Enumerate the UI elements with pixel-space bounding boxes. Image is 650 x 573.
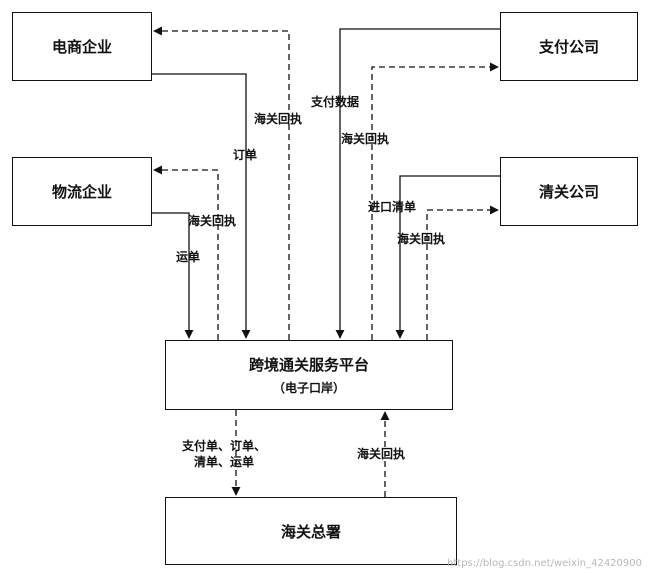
edge-label-customs-to-platform: 海关回执 (357, 447, 406, 461)
node-clearance: 清关公司 (500, 157, 638, 226)
edge-logi-customs-receipt (153, 165, 219, 340)
edge-logi-waybill (152, 212, 194, 339)
edge-label-logi-waybill: 运单 (176, 250, 201, 264)
edge-clear-customs-receipt (426, 205, 499, 340)
node-ecommerce: 电商企业 (12, 12, 152, 81)
edge-label-clear-import-list: 进口清单 (368, 200, 417, 214)
node-ecommerce-label: 电商企业 (51, 38, 112, 56)
edge-ecom-customs-receipt (153, 26, 290, 340)
edge-clear-import-list (395, 175, 500, 339)
edge-label-pay-data: 支付数据 (311, 95, 360, 109)
edge-label-ecom-order: 订单 (233, 148, 258, 162)
node-platform-sublabel: （电子口岸） (272, 381, 345, 395)
edge-label-platform-to-customs-line1: 支付单、订单、 (182, 439, 267, 453)
edge-pay-data (335, 28, 500, 339)
node-payment: 支付公司 (500, 12, 638, 81)
edge-label-logi-customs-receipt: 海关回执 (188, 214, 237, 228)
edge-label-platform-to-customs: 支付单、订单、 清单、运单 (182, 438, 266, 470)
node-platform: 跨境通关服务平台 （电子口岸） (165, 340, 453, 410)
edge-label-clear-customs-receipt: 海关回执 (397, 232, 446, 246)
edge-label-ecom-customs-receipt: 海关回执 (254, 112, 303, 126)
node-platform-label: 跨境通关服务平台 (248, 356, 369, 374)
node-clearance-label: 清关公司 (538, 183, 599, 201)
edge-pay-customs-receipt (371, 62, 499, 340)
node-logistics-label: 物流企业 (51, 183, 112, 201)
node-payment-label: 支付公司 (538, 38, 599, 56)
node-customs-label: 海关总署 (280, 522, 341, 541)
node-logistics: 物流企业 (12, 157, 152, 226)
edge-label-pay-customs-receipt: 海关回执 (341, 132, 390, 146)
watermark: https://blog.csdn.net/weixin_42420900 (446, 558, 642, 569)
edge-label-platform-to-customs-line2: 清单、运单 (194, 455, 255, 469)
edge-ecom-order (152, 73, 251, 339)
node-customs: 海关总署 (165, 497, 457, 565)
